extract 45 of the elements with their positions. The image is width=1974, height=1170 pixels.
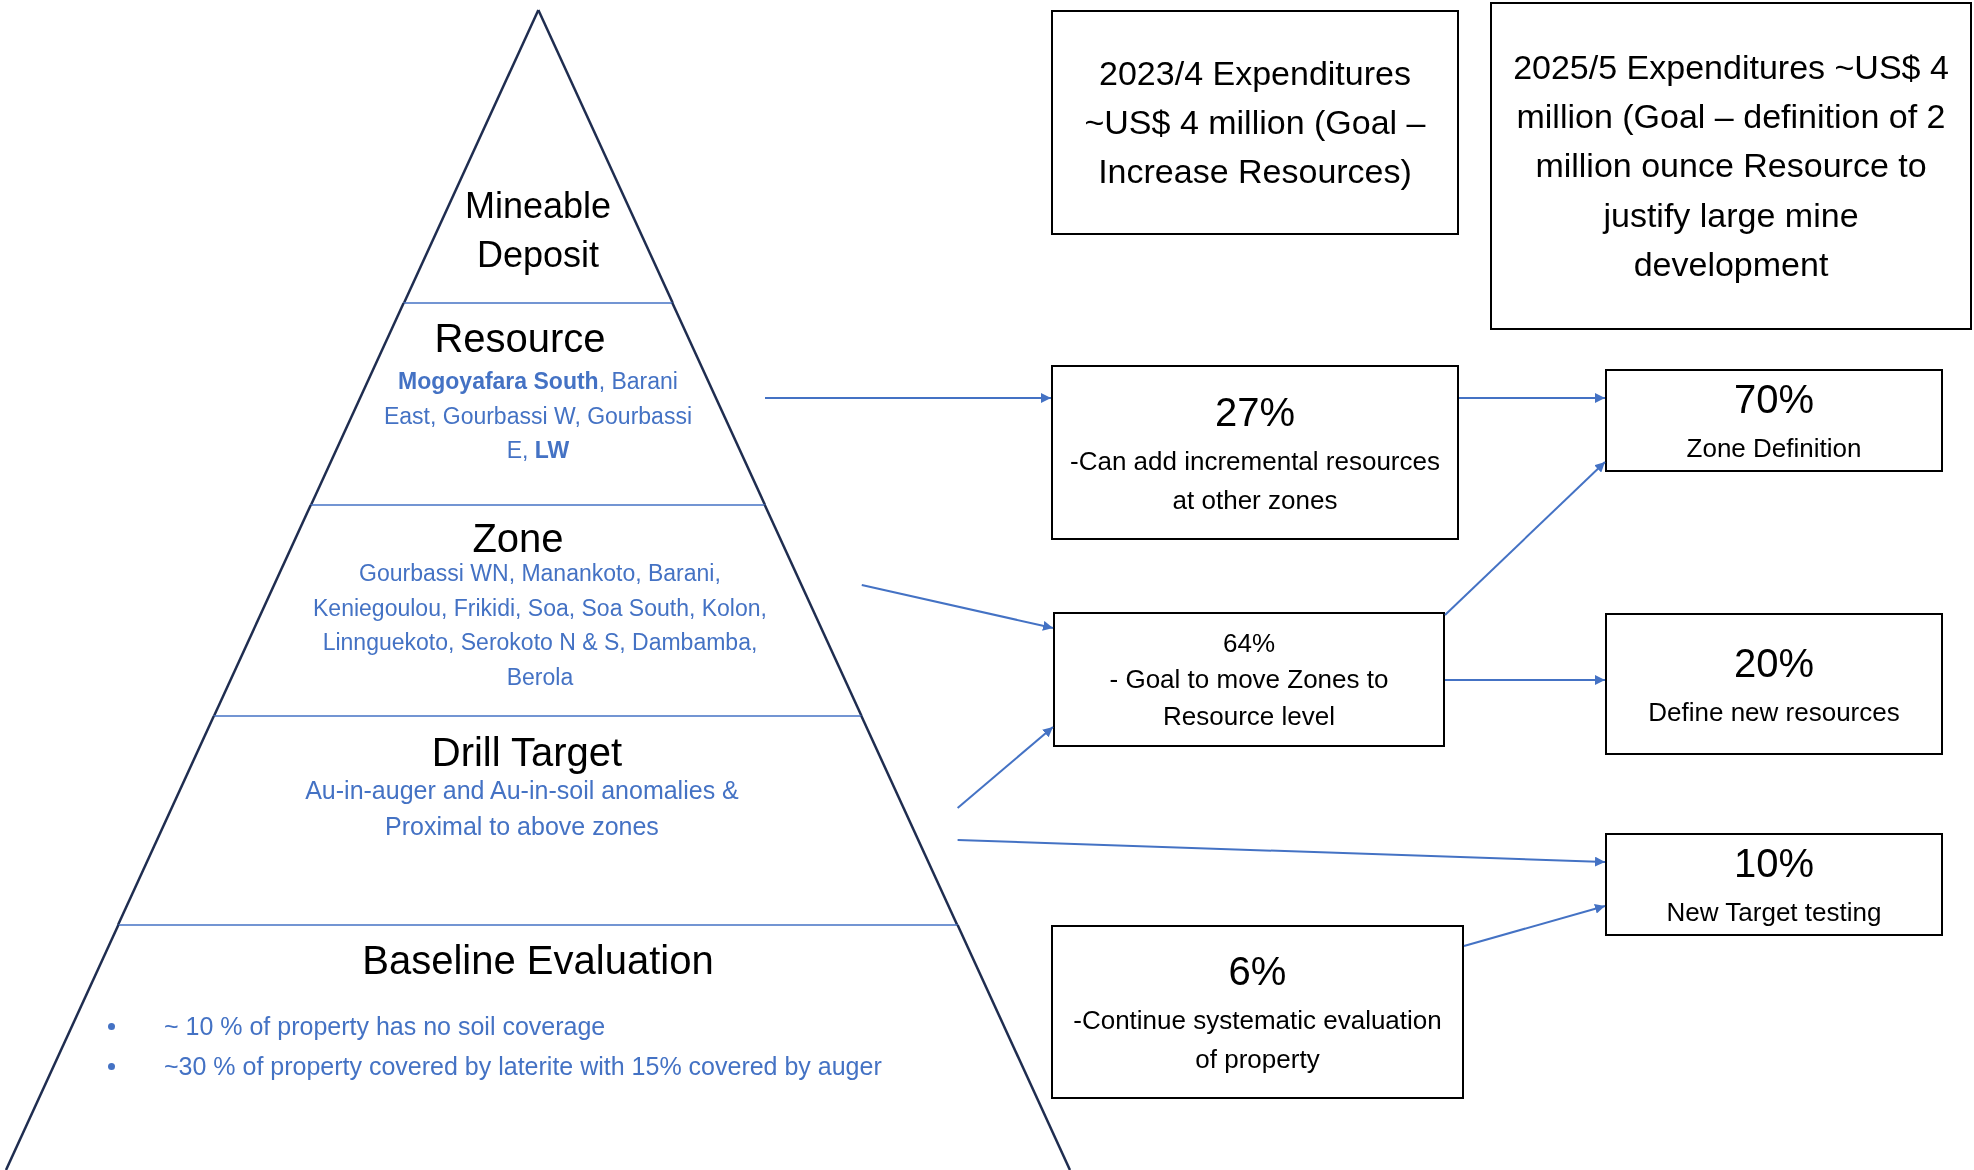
level-heading: Mineable Deposit [463,184,613,277]
allocation-description: Zone Definition [1686,432,1862,465]
pyramid-level [214,505,862,716]
pyramid-level [403,10,673,303]
percentage-value: 10% [1733,840,1815,887]
expenditure-text: 2025/5 Expenditures ~US$ 4 million (Goal – definition of 2 million ounce Resource to justify large mine development [1512,46,1950,285]
allocation-box [1605,613,1943,755]
percentage-value: 27% [1214,388,1296,436]
percentage-value: 6% [1228,948,1287,995]
bullet-item: ~ 10 % of property has no soil coverage [164,1011,607,1042]
allocation-description: New Target testing [1666,896,1882,929]
percentage-value: 70% [1733,376,1815,423]
allocation-description: -Can add incremental resources at other zones [1069,444,1441,517]
bullet-item: ~30 % of property covered by laterite with 15% covered by auger [164,1051,883,1083]
level-description: Gourbassi WN, Manankoto, Barani, Keniegoulou, Frikidi, Soa, Soa South, Kolon, Linnguekoto, Serokoto N & S, Dambamba, Berola [312,559,768,692]
level-heading: Zone [471,518,565,558]
arrow [1463,903,1606,947]
allocation-box [1051,925,1464,1099]
level-heading: Drill Target [430,732,624,772]
pyramid-level [118,716,958,925]
allocation-box [1051,365,1459,540]
arrow [764,393,1052,403]
arrow [860,584,1054,631]
level-description: Mogoyafara South, Barani East, Gourbassi W, Gourbassi E, LW [383,367,693,465]
percentage-value: 64% [1222,626,1275,660]
arrow [1444,461,1606,616]
expenditure-box [1051,10,1459,235]
arrow [956,839,1606,867]
allocation-description: Define new resources [1648,695,1900,729]
pyramid-level [311,303,765,505]
level-description: Au-in-auger and Au-in-soil anomalies & Proximal to above zones [304,775,740,843]
arrow [956,726,1054,809]
expenditure-box [1490,2,1972,330]
expenditure-text: 2023/4 Expenditures ~US$ 4 million (Goal – Increase Resources) [1083,52,1427,193]
allocation-description: -Continue systematic evaluation of property [1072,1004,1443,1076]
allocation-box [1605,833,1943,936]
allocation-box [1053,612,1445,747]
level-heading: Resource [433,318,607,358]
allocation-box [1605,369,1943,472]
allocation-description: - Goal to move Zones to Resource level [1108,663,1390,733]
percentage-value: 20% [1733,639,1815,687]
level-heading: Baseline Evaluation [361,940,715,980]
pyramid-level [6,925,1070,1170]
arrow [1458,393,1606,403]
arrow [1444,675,1606,685]
